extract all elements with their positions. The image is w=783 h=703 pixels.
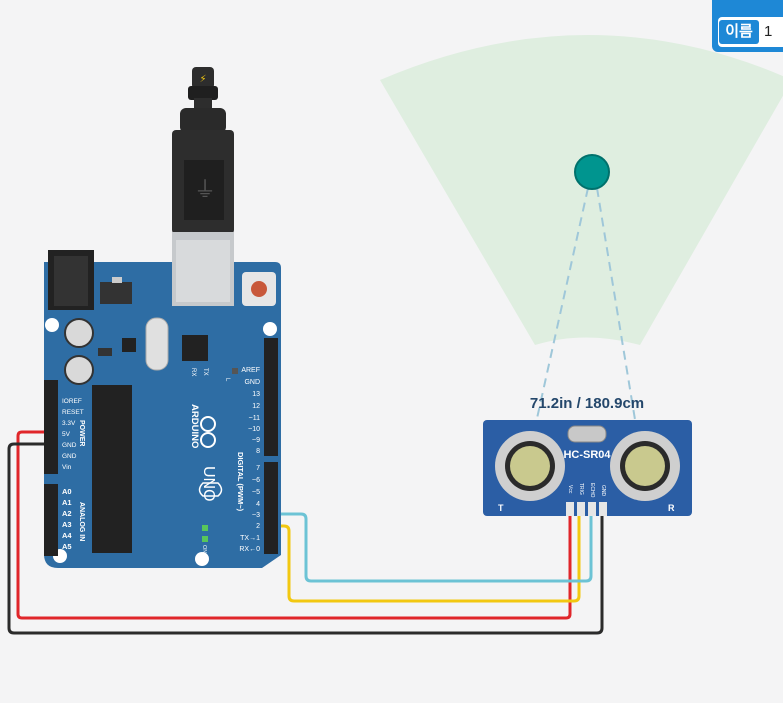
pin-label: ~5 — [252, 489, 260, 496]
wire-pin3-cyan[interactable] — [272, 512, 593, 583]
sensor-pin-label: GND — [600, 485, 606, 497]
power-header-labels: IOREF RESET 3.3V 5V GND GND Vin — [62, 398, 84, 471]
arduino-board[interactable] — [44, 232, 281, 568]
analog-title: ANALOG IN — [78, 502, 85, 541]
digital-bottom-labels: 7 ~6 ~5 4 ~3 2 TX→1 RX←0 — [239, 465, 260, 553]
power-title: POWER — [78, 420, 85, 446]
on-led-label: ON — [201, 545, 207, 553]
pin-label: 5V — [62, 431, 71, 438]
usb-icon: ⏚ — [194, 177, 216, 202]
pin-label: AREF — [241, 367, 260, 374]
pin-label: A2 — [62, 509, 72, 518]
usb-cable[interactable] — [172, 67, 234, 234]
sensor-pin-label: Vcc — [567, 485, 573, 494]
pin-label: ~3 — [252, 512, 260, 519]
pin-label: ~11 — [249, 415, 260, 422]
pin-label: 3.3V — [62, 420, 76, 427]
pin-label: 4 — [256, 501, 260, 508]
board-led-rx-label: RX — [190, 368, 196, 376]
pin-label: ~10 — [248, 426, 260, 433]
detected-object[interactable] — [574, 154, 610, 190]
pin-label: ~9 — [252, 437, 260, 444]
sensor-model-label: HC-SR04 — [563, 449, 611, 461]
wire-pin2-yellow[interactable] — [272, 512, 581, 603]
pin-label: A5 — [62, 542, 72, 551]
distance-readout: 71.2in / 180.9cm — [529, 395, 645, 412]
pin-label: IOREF — [62, 398, 82, 405]
name-field-label: 이름 — [719, 20, 759, 44]
pin-label: Vin — [62, 464, 72, 471]
name-field-input[interactable]: 1 — [764, 23, 773, 40]
pin-label: GND — [244, 379, 260, 386]
pin-label: 2 — [256, 523, 260, 530]
component-name-panel: 이름 1 — [712, 0, 783, 52]
sensor-receive-label: R — [668, 503, 675, 513]
sensor-transmit-label: T — [498, 503, 504, 513]
sensor-pin-label: ECHO — [589, 483, 595, 498]
pin-label: A4 — [62, 531, 72, 540]
digital-title: DIGITAL (PWM~) — [236, 452, 245, 512]
pin-label: 13 — [252, 391, 260, 398]
power-icon: ⚡ — [199, 74, 206, 85]
digital-top-labels: AREF GND 13 12 ~11 ~10 ~9 8 — [241, 367, 260, 455]
analog-header-labels: A0 A1 A2 A3 A4 A5 — [62, 487, 72, 551]
arduino-logo-text: ARDUINO — [189, 404, 200, 448]
pin-label: RX←0 — [239, 546, 260, 553]
pin-label: A3 — [62, 520, 72, 529]
uno-logo-text: UNO — [200, 466, 217, 502]
ultrasonic-sensor[interactable] — [483, 420, 692, 516]
board-led-l-label: L — [224, 378, 230, 382]
pin-label: 7 — [256, 465, 260, 472]
pin-label: RESET — [62, 409, 84, 416]
sensor-pin-label: TRIG — [578, 483, 584, 495]
pin-label: A0 — [62, 487, 72, 496]
wire-gnd-black[interactable] — [7, 442, 604, 635]
sensor-pin-labels: Vcc TRIG ECHO GND — [567, 483, 606, 498]
pin-label: A1 — [62, 498, 72, 507]
pin-label: TX→1 — [240, 535, 260, 542]
board-led-tx-label: TX — [202, 368, 208, 376]
wire-5v-red[interactable] — [16, 430, 572, 620]
pin-label: 8 — [256, 448, 260, 455]
pin-label: GND — [62, 453, 77, 460]
pin-label: GND — [62, 442, 77, 449]
pin-label: ~6 — [252, 477, 260, 484]
sensor-detection-area — [380, 35, 783, 345]
pin-label: 12 — [252, 403, 260, 410]
